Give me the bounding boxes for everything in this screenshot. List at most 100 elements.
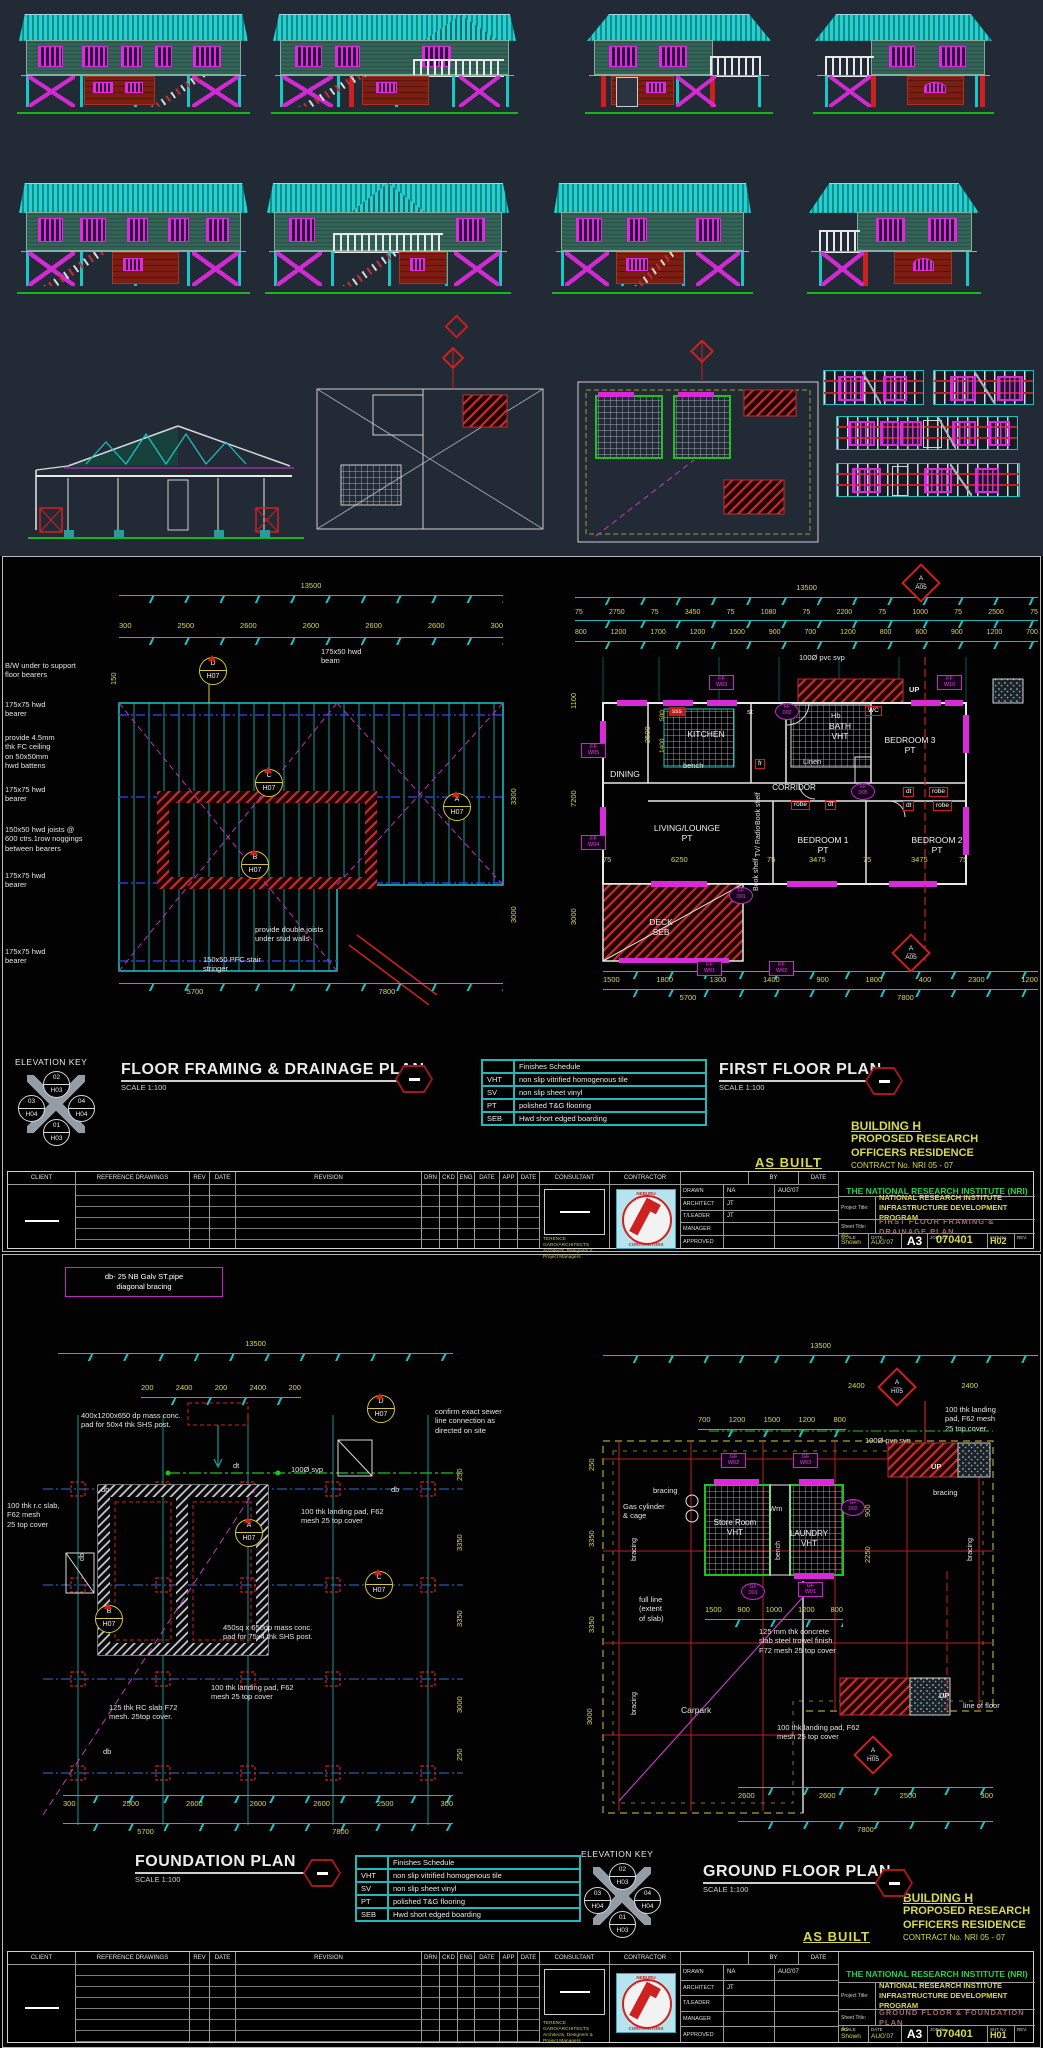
dim-label: 3000 xyxy=(569,908,578,925)
stair-label: UP xyxy=(939,1691,950,1700)
note: 150x50 hwd joists @ 600 ctrs.1row noggin… xyxy=(5,825,83,853)
note: 100 thk landing pad, F62 mesh 25 top cov… xyxy=(301,1507,384,1526)
wall-framing-elevation-4 xyxy=(836,463,1020,497)
consultant-cell: TERENCE GARO/ARCHITECTS Architects, Desi… xyxy=(540,1185,610,1260)
note-box: db- 25 NB Galv ST.pipe diagonal bracing xyxy=(65,1267,223,1297)
dim-label: 500 xyxy=(659,710,666,721)
stair-label: UP xyxy=(909,685,920,694)
room-label: Store Room VHT xyxy=(713,1518,757,1537)
room-label: DECK SEB xyxy=(649,917,673,938)
window-tag: FF W02 xyxy=(769,961,794,976)
label: bracing xyxy=(631,1692,638,1715)
label: db xyxy=(103,1747,112,1756)
fixture-label: Book shelf xyxy=(755,792,762,825)
title-block: CLIENT REFERENCE DRAWINGS REV DATE REVIS… xyxy=(7,1171,1035,1260)
room-label: DINING xyxy=(610,769,640,779)
as-built-stamp: AS BUILT xyxy=(755,1155,822,1170)
note: 175x75 hwd bearer xyxy=(5,871,46,890)
dim-label: 5700 xyxy=(679,993,697,1002)
label: dt xyxy=(233,1461,240,1470)
note: full line (extent of slab) xyxy=(639,1595,664,1623)
dim-label: 1400 xyxy=(659,738,666,753)
fixture-label: bench xyxy=(683,761,704,770)
fixture-label: robe xyxy=(929,787,949,797)
contractor-logo: NEBURU CONTRACTORS xyxy=(616,1973,676,2033)
contractor-logo: NEBURU CONTRACTORS xyxy=(616,1189,676,1249)
dim-total: 13500 xyxy=(796,583,817,592)
dim-label: 2250 xyxy=(863,1546,872,1563)
fixture-label: fr xyxy=(755,759,765,769)
dim-total: 13500 xyxy=(300,581,322,590)
dim-label: 250 xyxy=(455,1748,464,1761)
dim-label: 250 xyxy=(587,1458,596,1471)
note: 100 thk r.c slab, F62 mesh 25 top cover xyxy=(7,1501,60,1529)
elevation-panel xyxy=(0,0,1043,556)
fixture-label: robe xyxy=(791,800,811,810)
roof-graphic xyxy=(19,14,248,41)
room-label: BEDROOM 1 PT xyxy=(797,835,849,856)
wall-framing-elevation-3 xyxy=(836,416,1018,450)
detail-marker-icon xyxy=(875,1869,913,1897)
note: Gas cylinder & cage xyxy=(623,1502,665,1521)
client-cell xyxy=(8,1965,76,2042)
note: 100 thk landing pad, F62 mesh 25 top cov… xyxy=(211,1683,294,1702)
label: bracing xyxy=(631,1538,638,1561)
foundation-plan-drawing xyxy=(42,1402,463,1825)
door-tag: GF D01 xyxy=(741,1583,765,1600)
dim-label: 75 xyxy=(959,855,968,864)
plan-title: FOUNDATION PLAN xyxy=(135,1853,335,1874)
elevation-view-3 xyxy=(585,14,773,114)
window-tag: GF W01 xyxy=(798,1582,823,1597)
sheet-h01: db- 25 NB Galv ST.pipe diagonal bracing … xyxy=(2,1254,1041,2048)
dim-label: 3350 xyxy=(455,1534,464,1551)
dim-label: 3000 xyxy=(509,906,518,923)
fixture-label: bench xyxy=(775,1540,782,1560)
plan-scale: SCALE 1:100 xyxy=(135,1875,181,1884)
roof-plan-view xyxy=(316,346,544,530)
note: 125 mm thk concrete slab steel trowel fi… xyxy=(759,1627,836,1655)
dim-label: 6250 xyxy=(671,855,688,864)
label: bracing xyxy=(933,1488,958,1497)
window-tag: FF W04 xyxy=(581,835,606,850)
client-cell xyxy=(8,1185,76,1248)
window-tag: GF W03 xyxy=(793,1453,818,1468)
room-label: LIVING/LOUNGE PT xyxy=(653,823,721,844)
elevation-view-4 xyxy=(813,14,994,114)
note: 100 thk landing pad, F62 mesh 25 top cov… xyxy=(777,1723,860,1742)
plan-scale: SCALE 1:100 xyxy=(703,1885,749,1894)
dim-label: 5700 xyxy=(137,1827,154,1836)
ground-floor-plan-drawing xyxy=(602,1401,994,1814)
title-block: CLIENT REFERENCE DRAWINGS REV DATE REVIS… xyxy=(7,1951,1035,2044)
note: 175x50 hwd beam xyxy=(321,647,362,666)
contractor-cell: NEBURU CONTRACTORS xyxy=(610,1965,681,2042)
plan-title: FIRST FLOOR PLAN xyxy=(719,1061,887,1082)
dim-label: 5700 xyxy=(186,987,204,996)
dim-label: 7200 xyxy=(569,790,578,807)
label: db xyxy=(391,1485,400,1494)
building-info: BUILDING H PROPOSED RESEARCH OFFICERS RE… xyxy=(851,1119,979,1170)
consultant-cell: TERENCE GARO/ARCHITECTS Architects, Desi… xyxy=(540,1965,610,2044)
pipe-label: 100Ø svp xyxy=(291,1465,324,1474)
contractor-cell: NEBURU CONTRACTORS xyxy=(610,1185,681,1249)
label: db xyxy=(101,1485,110,1494)
wall-framing-elevation-1 xyxy=(823,370,924,405)
fixture-label: dt xyxy=(825,800,837,810)
fixture-label: st xyxy=(747,707,753,716)
